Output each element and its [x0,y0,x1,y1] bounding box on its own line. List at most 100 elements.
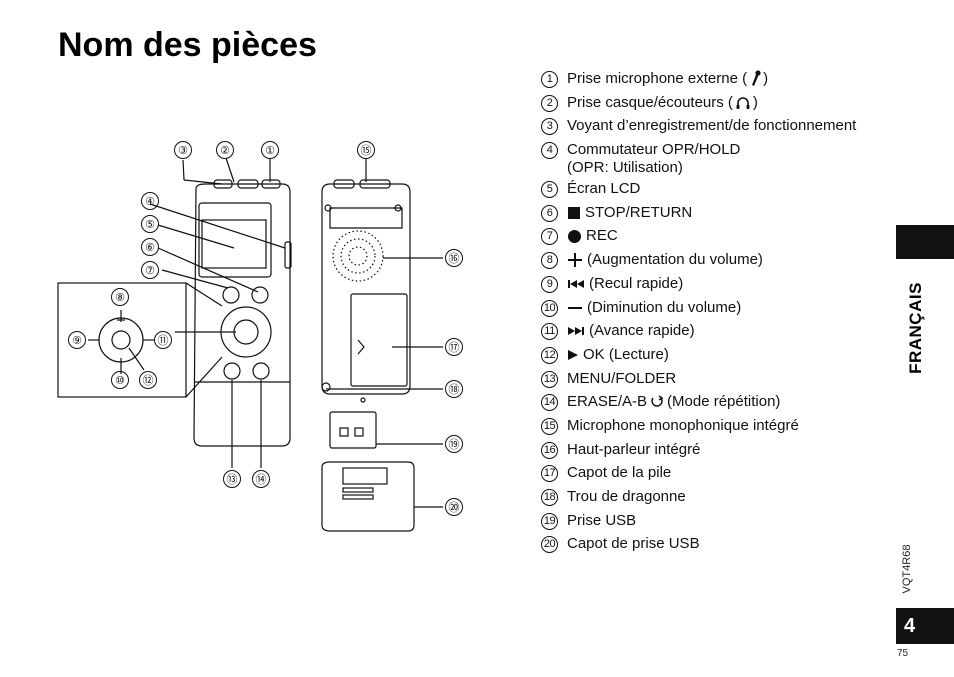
part-number: 10 [541,299,558,317]
svg-text:⑰: ⑰ [449,341,460,354]
part-label: Prise USB [567,511,637,529]
part-label: Voyant d’enregistrement/de fonctionnemen… [567,117,857,135]
part-number: 16 [541,441,558,459]
part-row: 8 (Augmentation du volume) [541,251,891,270]
part-label: Écran LCD [567,180,641,198]
part-number: 17 [541,465,558,483]
callout-7: ⑦ [141,261,159,279]
svg-text:③: ③ [178,145,188,157]
part-number: 2 [541,94,558,112]
callout-18: ⑱ [445,380,463,398]
part-number: 11 [541,323,558,341]
callout-13: ⑬ [223,470,241,488]
svg-text:⑥: ⑥ [145,242,155,254]
callout-16: ⑯ [445,249,463,267]
callout-8: ⑧ [111,288,129,306]
svg-text:①: ① [265,145,275,157]
language-tab-label: FRANÇAIS [906,282,925,374]
part-row: 17 Capot de la pile [541,464,891,483]
callout-19: ⑲ [445,435,463,453]
svg-text:④: ④ [145,196,155,208]
dpad-inset [57,282,223,398]
svg-text:⑱: ⑱ [449,383,460,396]
part-row: 13 MENU/FOLDER [541,370,891,388]
parts-list: 1 Prise microphone externe ( ) 2 Prise c… [541,70,891,559]
recorder-back [321,179,415,532]
part-row: 9 (Recul rapide) [541,275,891,293]
callout-9: ⑨ [68,331,86,349]
part-label: ERASE/A-B [567,393,648,411]
svg-text:⑧: ⑧ [115,292,125,304]
callout-15: ⑮ [357,141,375,159]
svg-text:⑯: ⑯ [449,252,460,265]
part-row: 5 Écran LCD [541,180,891,199]
svg-text:⑲: ⑲ [449,438,460,451]
part-row: 14 ERASE/A-B (Mode répétition) [541,393,891,412]
part-number: 14 [541,394,558,412]
part-number: 1 [541,71,558,88]
svg-text:⑮: ⑮ [361,144,372,157]
part-label-suffix: ) [752,93,758,111]
part-row: 2 Prise casque/écouteurs ( ) [541,94,891,112]
rewind-icon [567,279,585,289]
callout-5: ⑤ [141,215,159,233]
page-title: Nom des pièces [58,26,317,64]
svg-text:⑫: ⑫ [143,374,154,387]
part-number: 15 [541,417,558,435]
part-row: 11 (Avance rapide) [541,322,891,341]
part-number: 18 [541,489,558,506]
part-label: STOP/RETURN [585,203,693,221]
part-number: 9 [541,275,558,293]
svg-text:⑨: ⑨ [72,335,82,347]
part-number: 6 [541,204,558,222]
part-label: Microphone monophonique intégré [567,416,799,434]
fast-forward-icon [567,326,585,336]
callout-17: ⑰ [445,338,463,356]
part-row: 12 OK (Lecture) [541,346,891,364]
page-number: 4 [896,608,954,644]
svg-text:⑭: ⑭ [256,473,267,486]
svg-text:⑦: ⑦ [145,265,155,277]
part-row: 18 Trou de dragonne [541,488,891,506]
part-row: 15 Microphone monophonique intégré [541,417,891,435]
part-label: Capot de prise USB [567,535,700,553]
part-label: OK (Lecture) [583,345,669,363]
part-number: 4 [541,142,558,160]
callout-2: ② [216,141,234,159]
callout-14: ⑭ [252,470,270,488]
callout-12: ⑫ [139,371,157,389]
section-tab-marker [896,225,954,259]
part-number: 5 [541,181,558,199]
callout-6: ⑥ [141,238,159,256]
callout-3: ③ [174,141,192,159]
part-row: 3 Voyant d’enregistrement/de fonctionnem… [541,117,891,136]
part-row: 6 STOP/RETURN [541,204,891,222]
svg-text:⑳: ⑳ [449,501,460,514]
part-label: (Augmentation du volume) [587,251,763,269]
part-row: 4 Commutateur OPR/HOLD (OPR: Utilisation… [541,141,891,177]
part-row: 20 Capot de prise USB [541,535,891,554]
recorder-front [193,179,292,447]
page-subnumber: 75 [897,648,909,659]
part-number: 19 [541,512,558,530]
part-label: (Recul rapide) [589,274,684,292]
part-row: 7 REC [541,227,891,246]
callout-20: ⑳ [445,498,463,516]
callout-10: ⑩ [111,371,129,389]
microphone-icon [749,70,761,88]
headphones-icon [735,95,751,111]
part-label: Trou de dragonne [567,488,686,505]
stop-square-icon [567,206,581,220]
part-number: 8 [541,252,558,270]
svg-text:②: ② [220,145,230,157]
part-label: REC [586,227,618,245]
part-label: (Diminution du volume) [587,298,742,316]
part-label-suffix: ) [763,70,769,87]
part-label-secondary: (OPR: Utilisation) [567,159,683,177]
svg-text:⑤: ⑤ [145,219,155,231]
part-number: 13 [541,370,558,388]
part-label: Capot de la pile [567,464,672,482]
part-label: (Avance rapide) [589,322,695,340]
part-row: 1 Prise microphone externe ( ) [541,70,891,88]
callout-4: ④ [141,192,159,210]
